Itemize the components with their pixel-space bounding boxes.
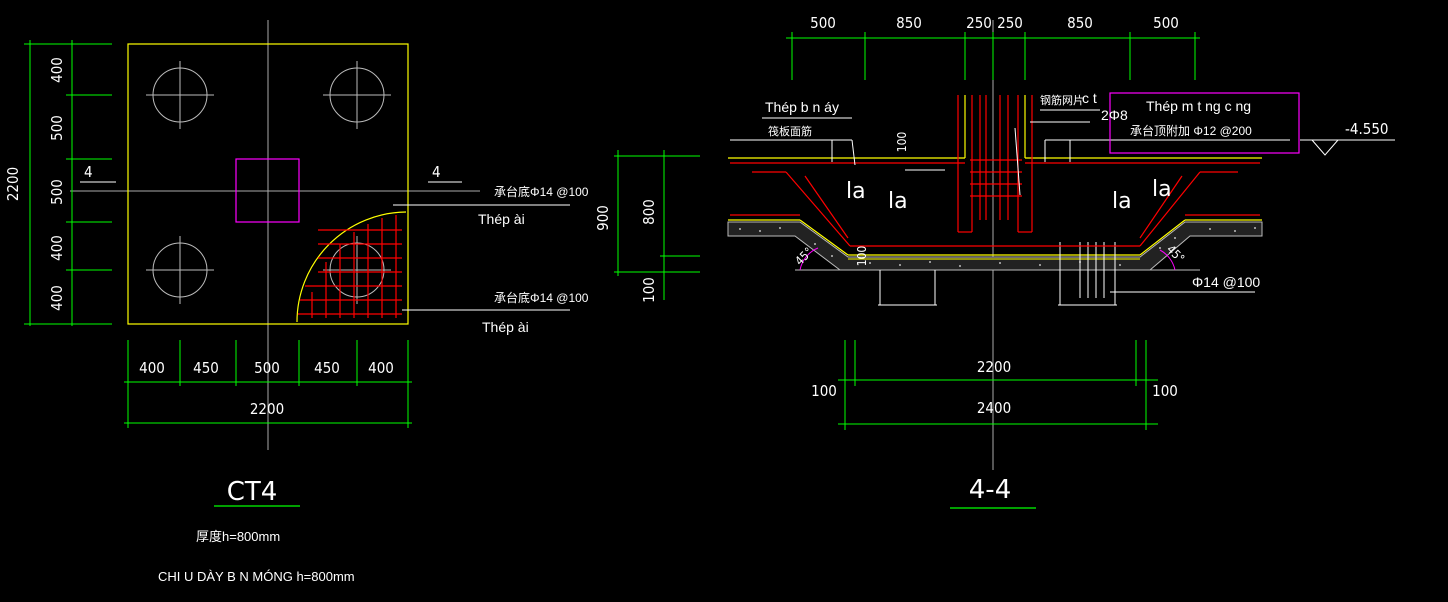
section-top-dim-2: 850	[896, 14, 922, 32]
plan-thickness-note: 厚度h=800mm	[196, 529, 280, 544]
plan-rebar-top-code: 承台底Φ14 @100	[494, 184, 589, 199]
section-top-dim-6: 500	[1153, 14, 1179, 32]
plan-hdim-5: 400	[368, 359, 394, 377]
section-bottom-dim-inner: 2200	[977, 358, 1011, 376]
plan-hdim-2: 450	[193, 359, 219, 377]
label-100-top: 100	[895, 132, 909, 153]
label-2phi8: 2Φ8	[1101, 107, 1128, 123]
la-label-2: la	[888, 189, 908, 214]
section-top-dim-5: 850	[1067, 14, 1093, 32]
plan-title: CT4	[227, 477, 278, 507]
section-left-dim-800: 800	[640, 199, 658, 225]
section-left-dim-lines	[614, 150, 700, 300]
label-top-reinf-code: 承台顶附加 Φ12 @200	[1130, 123, 1252, 138]
plan-vdim-2: 500	[48, 115, 66, 141]
column-outline-section	[728, 95, 1262, 256]
section-bottom-dim-right: 100	[1152, 382, 1178, 400]
label-elevation: -4.550	[1345, 120, 1389, 138]
label-bottom-slab: Thép b n áy	[765, 99, 839, 115]
label-bottom-slab-cn: 筏板面筋	[768, 124, 812, 138]
plan-hdim-3: 500	[254, 359, 280, 377]
top-reinf-highlight-box	[1109, 92, 1300, 154]
section-top-dim-4: 250	[997, 14, 1023, 32]
column-outline	[235, 158, 300, 223]
label-phi14: Φ14 @100	[1192, 274, 1260, 290]
plan-hdim-4: 450	[314, 359, 340, 377]
plan-rebar-top-label: Thép ài	[478, 211, 525, 227]
plan-vertical-dim-lines	[24, 40, 112, 326]
plan-view: 400 500 500 400 400 2200 4 4 承台底Φ14 @100…	[4, 20, 589, 584]
section-mark-right: 4	[432, 163, 441, 181]
pile-cap-outline	[127, 43, 409, 325]
la-label-1: la	[846, 179, 866, 204]
plan-hdim-1: 400	[139, 359, 165, 377]
section-bottom-dim-left: 100	[811, 382, 837, 400]
section-bottom-dim-outer: 2400	[977, 399, 1011, 417]
section-left-dim-900: 900	[594, 205, 612, 231]
plan-vdim-1: 400	[48, 57, 66, 83]
plan-rebar-detail	[296, 204, 570, 323]
section-leaders	[730, 109, 1395, 293]
label-col-vn: c t	[1082, 90, 1097, 106]
section-piles	[878, 242, 1117, 306]
plan-vdim-3: 500	[48, 179, 66, 205]
plan-horizontal-dim-lines	[124, 340, 412, 428]
label-col-cn: 钢筋网片	[1040, 93, 1084, 107]
plan-rebar-bottom-label: Thép ài	[482, 319, 529, 335]
section-mark-left: 4	[84, 163, 93, 181]
la-label-4: la	[1152, 177, 1172, 202]
plan-depth-note: CHI U DÀY B N MÓNG h=800mm	[158, 569, 355, 584]
section-title: 4-4	[969, 475, 1011, 505]
la-label-3: la	[1112, 189, 1132, 214]
plan-rebar-bottom-code: 承台底Φ14 @100	[494, 290, 589, 305]
section-left-dim-100: 100	[640, 277, 658, 303]
pile-circles	[146, 61, 391, 304]
plan-vdim-total: 2200	[4, 167, 22, 201]
blinding-layer	[727, 221, 1263, 271]
label-100-pile: 100	[855, 246, 869, 267]
section-bottom-dim-lines	[838, 340, 1158, 430]
section-rebar	[730, 95, 1260, 247]
section-view: 500 850 250 250 850 500	[594, 14, 1395, 509]
section-top-dim-1: 500	[810, 14, 836, 32]
label-top-reinf: Thép m t ng c ng	[1146, 98, 1251, 114]
plan-vdim-4: 400	[48, 235, 66, 261]
plan-hdim-total: 2200	[250, 400, 284, 418]
section-top-dim-lines	[786, 32, 1200, 80]
plan-vdim-5: 400	[48, 285, 66, 311]
section-top-dim-3: 250	[966, 14, 992, 32]
